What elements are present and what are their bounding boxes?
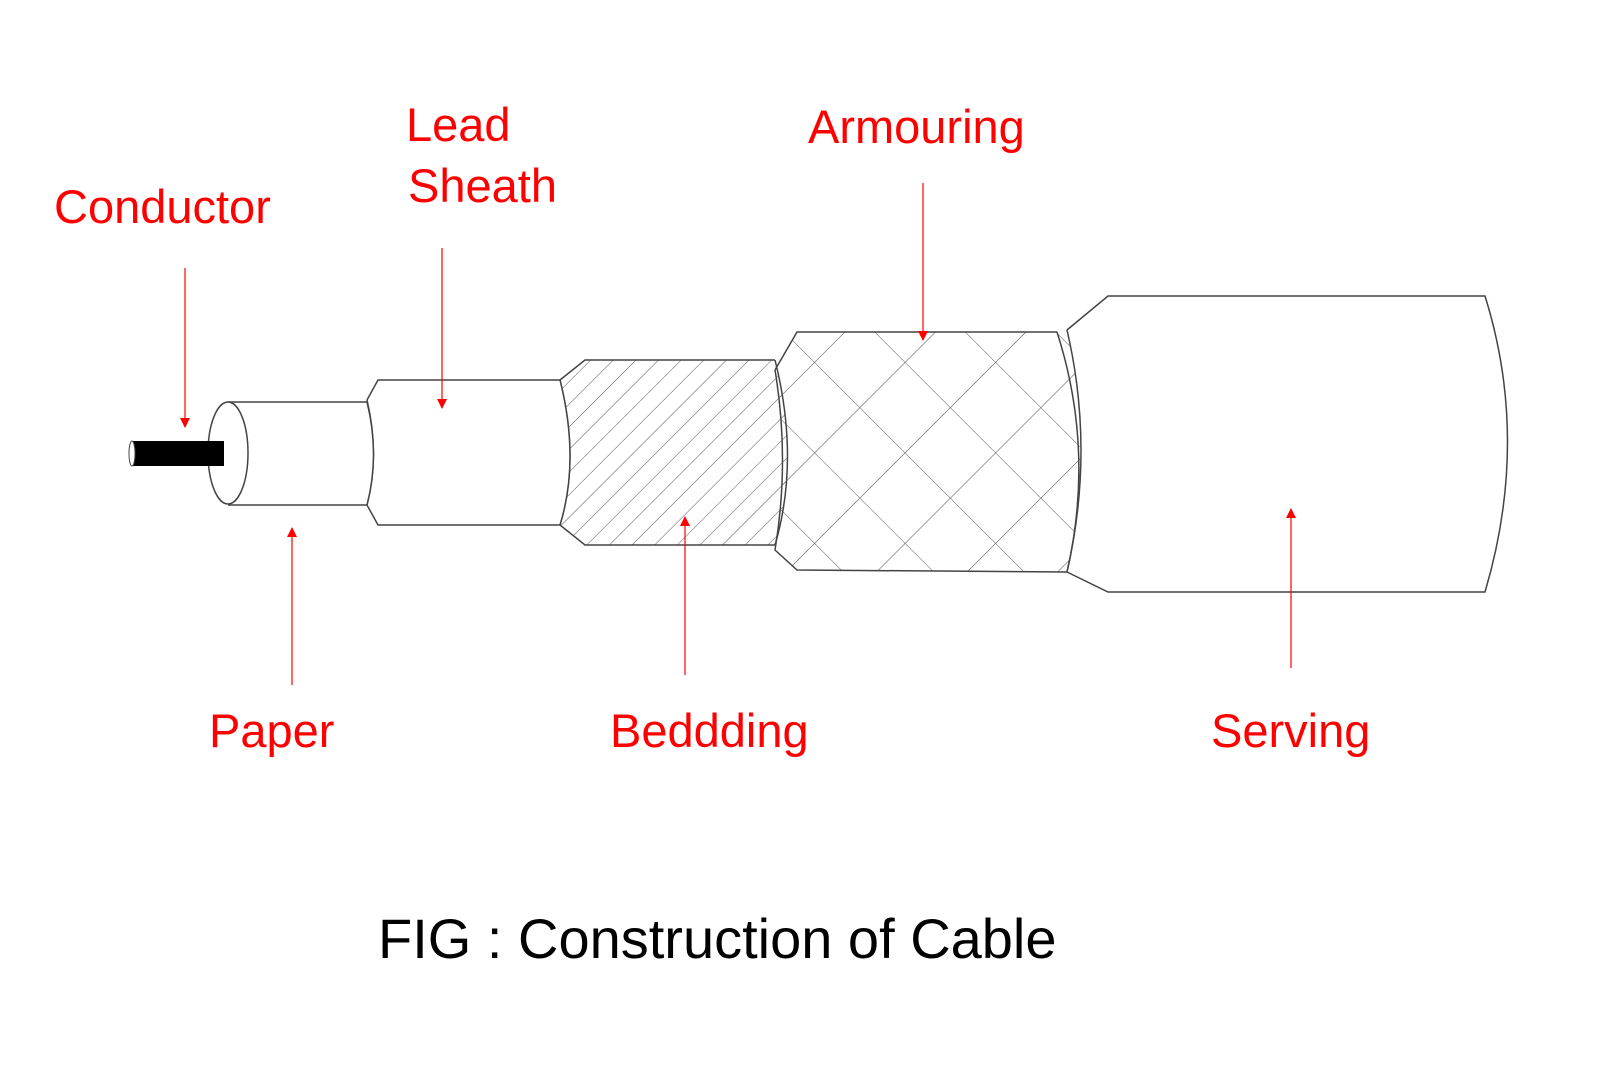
conductor-label: Conductor <box>54 180 271 233</box>
figure-caption: FIG : Construction of Cable <box>378 907 1057 970</box>
paper-label: Paper <box>209 704 335 757</box>
lead-sheath-label-line2: Sheath <box>408 159 557 212</box>
armouring-label: Armouring <box>808 100 1025 153</box>
bedding-layer <box>559 359 789 546</box>
bedding-label: Beddding <box>610 704 809 757</box>
armouring-layer <box>774 330 1081 573</box>
lead-sheath-layer <box>366 379 571 526</box>
paper-layer <box>207 401 375 506</box>
conductor-wire <box>128 440 224 467</box>
lead-sheath-label-line1: Lead <box>406 98 511 151</box>
serving-layer <box>1066 295 1509 593</box>
serving-label: Serving <box>1211 704 1371 757</box>
